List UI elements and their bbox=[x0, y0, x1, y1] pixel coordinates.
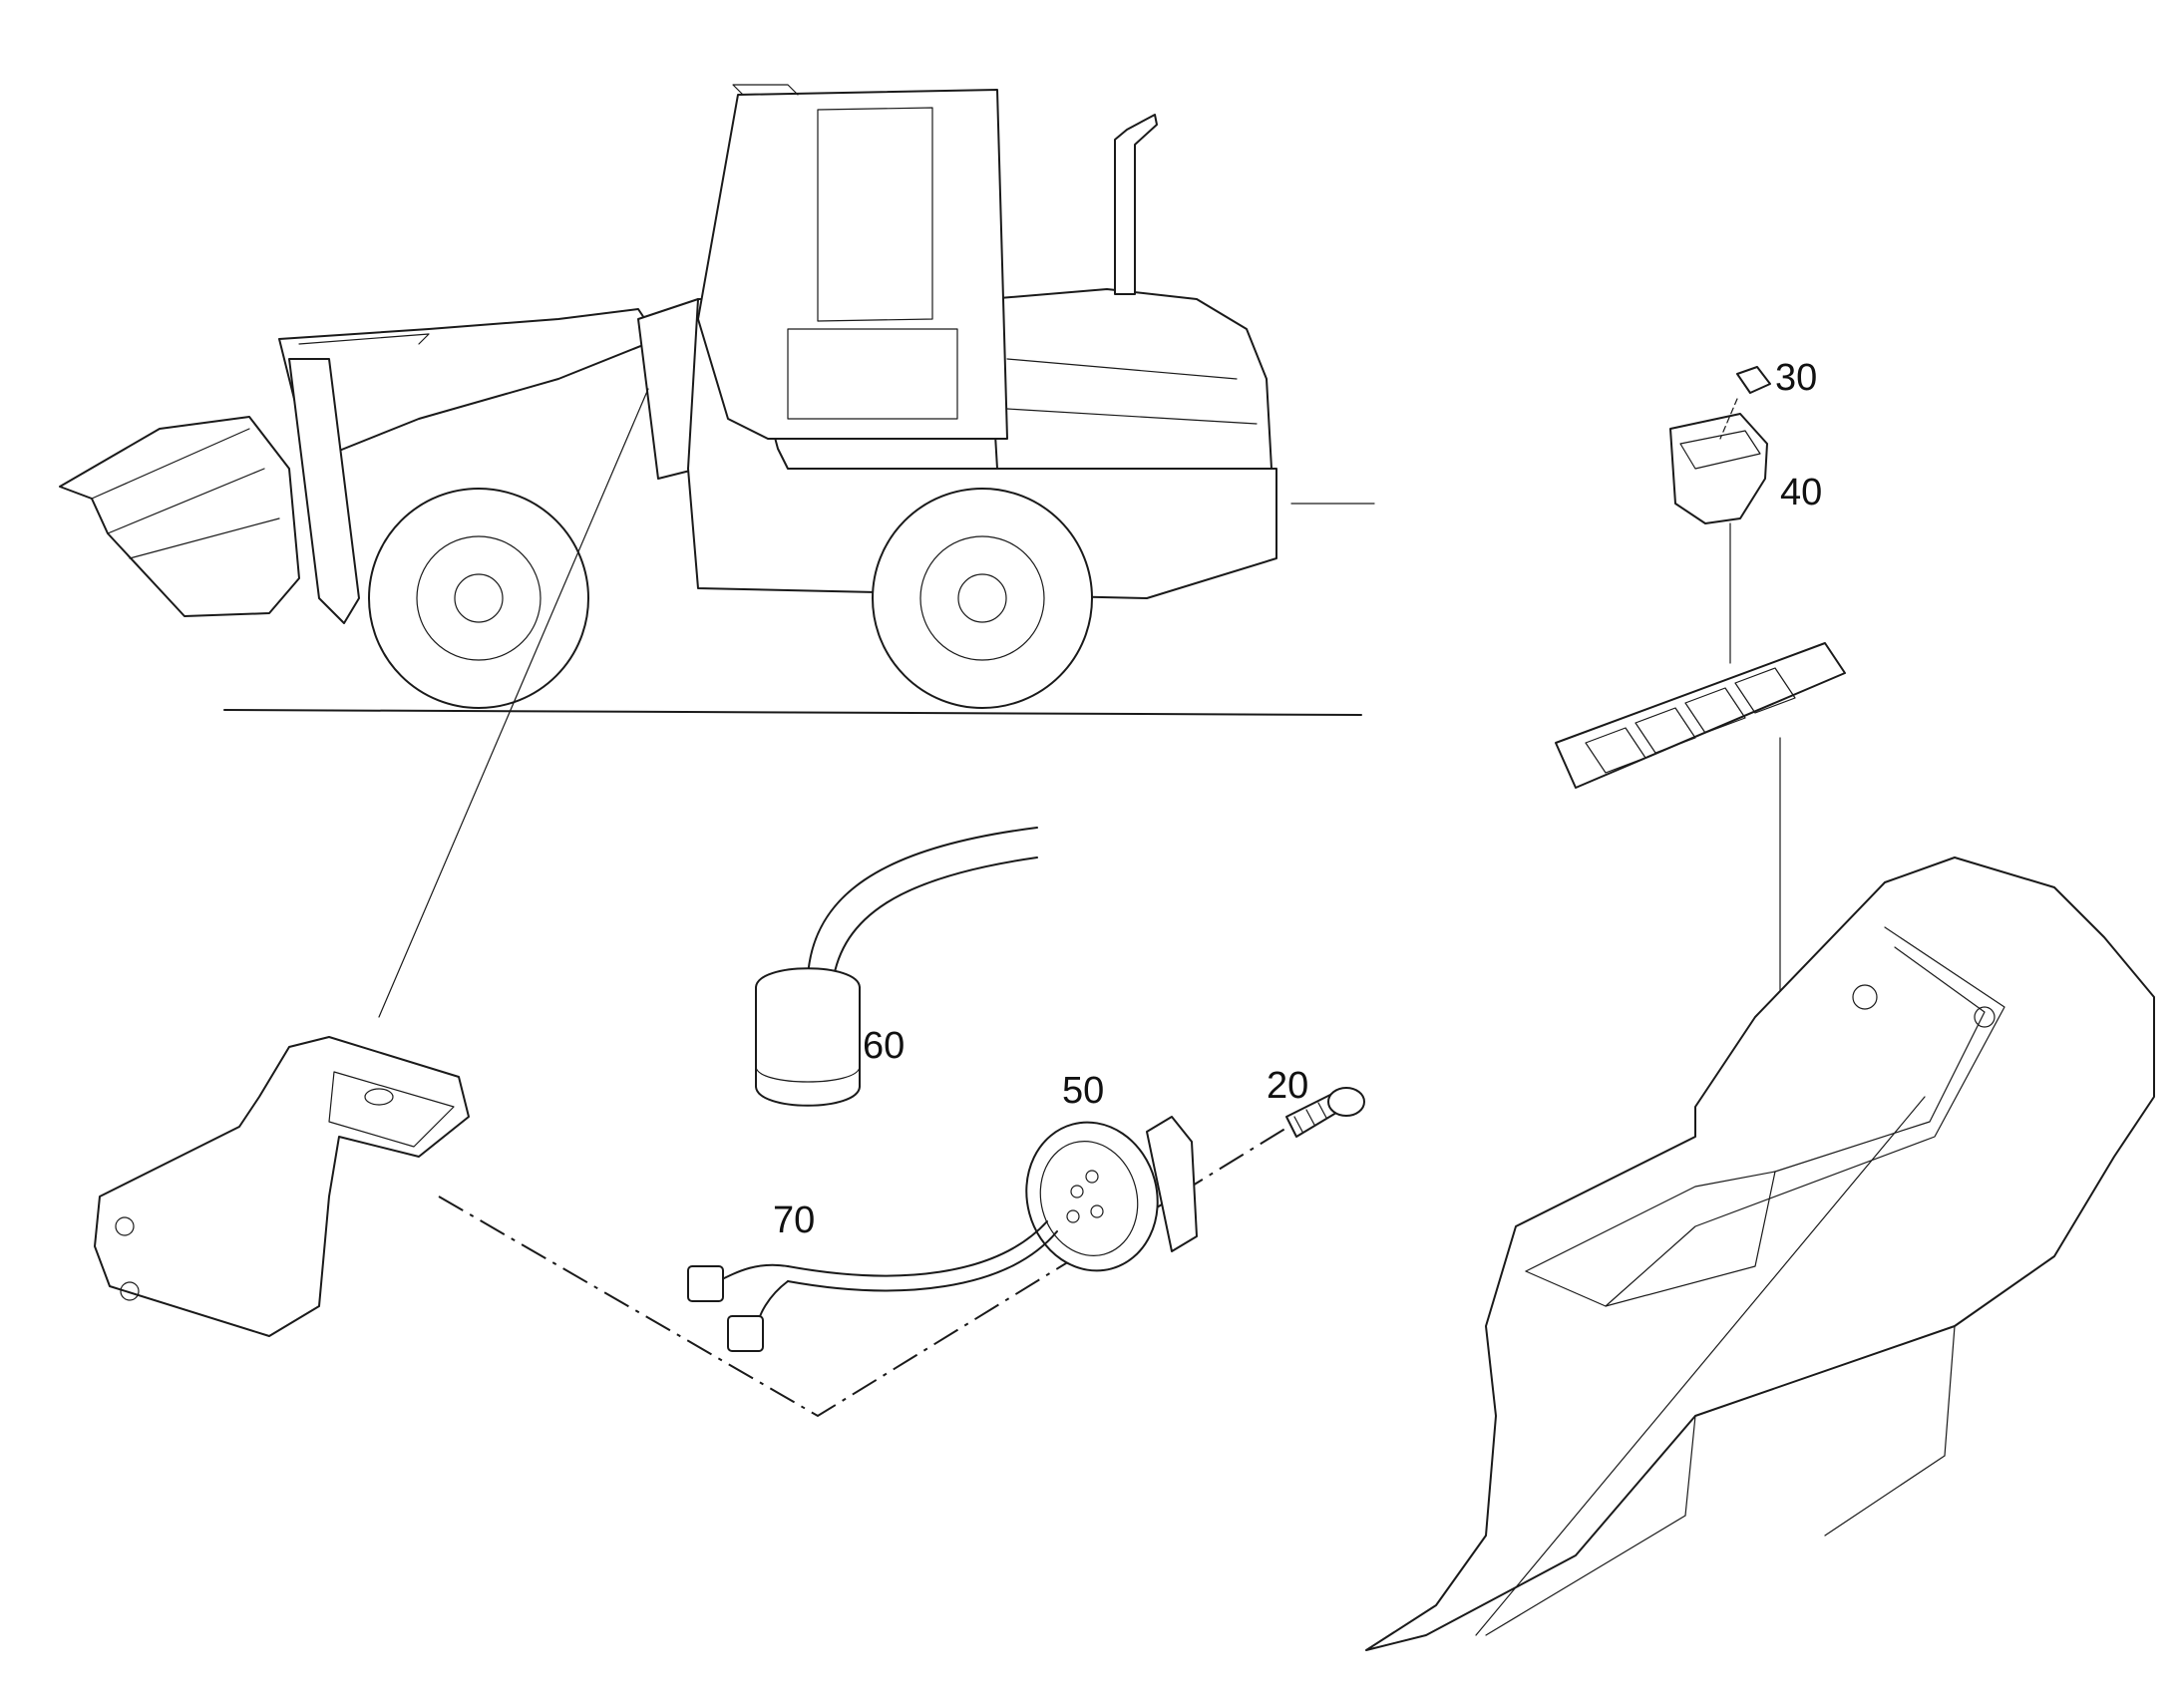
mounting-bracket bbox=[94, 1036, 470, 1337]
callout-70: 70 bbox=[773, 1199, 816, 1241]
assembly-centerline bbox=[438, 1121, 1297, 1418]
operator-console bbox=[1365, 856, 2155, 1651]
callout-50: 50 bbox=[1062, 1070, 1105, 1112]
rocker-switch-40 bbox=[1669, 398, 1768, 524]
wire-harness-70 bbox=[687, 1220, 1058, 1352]
screw-20 bbox=[1285, 1087, 1365, 1138]
callout-60: 60 bbox=[863, 1025, 906, 1067]
switch-cover-30 bbox=[1736, 366, 1771, 394]
cable-grommet-60 bbox=[755, 827, 1038, 1107]
socket-50 bbox=[1025, 1116, 1198, 1272]
callout-30: 30 bbox=[1775, 357, 1818, 399]
switch-panel-frame bbox=[1555, 642, 1846, 789]
wheel-loader-illustration bbox=[59, 84, 1375, 1018]
callout-40: 40 bbox=[1780, 472, 1823, 513]
callout-20: 20 bbox=[1267, 1065, 1309, 1107]
